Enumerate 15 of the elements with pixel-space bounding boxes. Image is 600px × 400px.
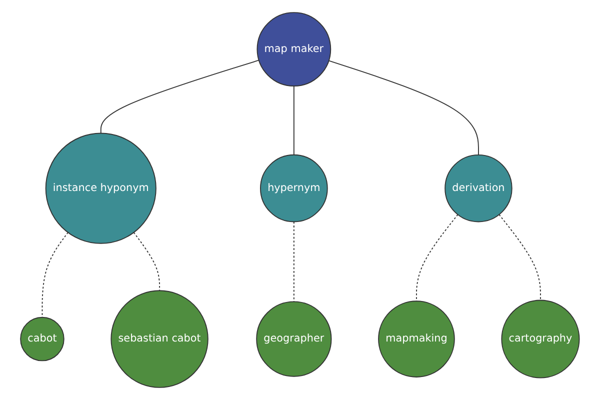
connector	[100, 60, 260, 134]
node-circle: instance hyponym	[45, 132, 156, 244]
connector	[42, 232, 69, 318]
node-circle: hypernym	[260, 154, 328, 222]
node-circle: cartography	[501, 300, 580, 378]
node-circle: sebastian cabot	[110, 290, 208, 388]
node-circle: derivation	[444, 154, 512, 222]
node-circle: geographer	[256, 301, 332, 377]
connector	[133, 232, 160, 292]
connector	[416, 214, 458, 302]
node-circle: cabot	[20, 316, 64, 362]
connector	[498, 214, 542, 301]
node-circle: map maker	[256, 12, 332, 86]
node-circle: mapmaking	[378, 300, 455, 378]
connector	[328, 60, 480, 156]
